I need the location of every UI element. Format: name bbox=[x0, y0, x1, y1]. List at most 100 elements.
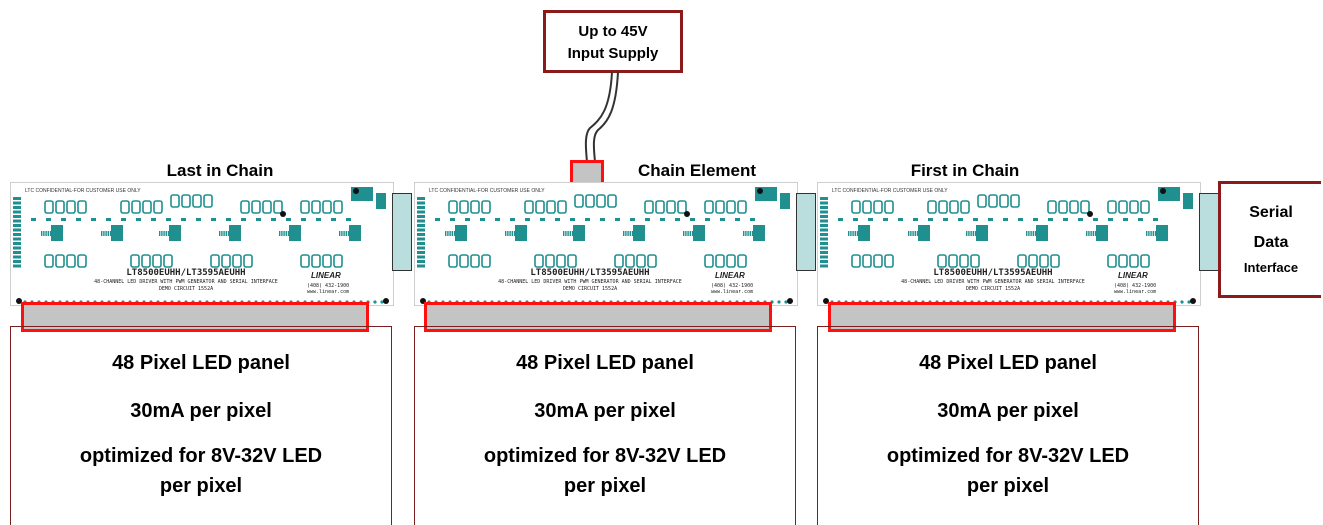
pcb-part-number: LT8500EUHH/LT3595AEUHH bbox=[933, 268, 1052, 278]
driver-ic bbox=[573, 225, 585, 241]
pcb-confidential-text: LTC CONFIDENTIAL-FOR CUSTOMER USE ONLY bbox=[429, 188, 545, 194]
resistor bbox=[600, 218, 605, 221]
ic-pin bbox=[571, 231, 574, 236]
resistor bbox=[226, 218, 231, 221]
capacitor bbox=[311, 254, 321, 268]
capacitor bbox=[66, 254, 76, 268]
capacitor bbox=[459, 200, 469, 214]
pin bbox=[820, 242, 828, 245]
capacitor bbox=[938, 200, 948, 214]
capacitor bbox=[644, 200, 654, 214]
pin bbox=[13, 219, 21, 223]
pin bbox=[13, 228, 21, 232]
serial-line1: Serial bbox=[1249, 204, 1293, 221]
ic-pin bbox=[1146, 231, 1148, 236]
ic-pin bbox=[219, 231, 221, 236]
resistor bbox=[346, 218, 351, 221]
pin bbox=[13, 233, 21, 236]
capacitor bbox=[704, 200, 714, 214]
capacitor bbox=[232, 254, 242, 268]
capacitor bbox=[243, 254, 253, 268]
linear-logo: LINEAR bbox=[1118, 271, 1148, 280]
ic-pin bbox=[743, 231, 745, 236]
ic-pin bbox=[852, 231, 854, 236]
pin-dot bbox=[1187, 300, 1191, 304]
ic-pin bbox=[343, 231, 345, 236]
linear-logo: LINEAR bbox=[311, 271, 341, 280]
capacitor bbox=[333, 200, 343, 214]
pin-dot bbox=[777, 300, 781, 304]
pcb-demo-circuit: DEMO CIRCUIT 1552A bbox=[563, 286, 617, 292]
driver-ic bbox=[693, 225, 705, 241]
input-supply-line2: Input Supply bbox=[567, 45, 659, 62]
driver-ic bbox=[976, 225, 988, 241]
pin bbox=[13, 251, 21, 254]
capacitor bbox=[1017, 254, 1027, 268]
ic-pin bbox=[449, 231, 451, 236]
capacitor bbox=[44, 200, 54, 214]
resistor bbox=[1093, 218, 1098, 221]
ic-pin bbox=[1094, 231, 1097, 236]
capacitor bbox=[625, 254, 635, 268]
mounting-hole bbox=[787, 298, 793, 304]
ic-pin bbox=[159, 231, 161, 236]
pin bbox=[13, 260, 21, 263]
capacitor bbox=[524, 200, 534, 214]
ic-pin bbox=[1030, 231, 1032, 236]
capacitor bbox=[726, 200, 736, 214]
resistor bbox=[943, 218, 948, 221]
serial-data-interface-box: Serial Data Interface bbox=[1218, 181, 1321, 298]
pcb-phone: (408) 432-1900 bbox=[711, 283, 753, 289]
ic-pin bbox=[685, 231, 687, 236]
serial-connector-chain bbox=[796, 193, 816, 271]
pin bbox=[820, 206, 828, 209]
ic-pin bbox=[49, 231, 52, 236]
driver-ic bbox=[753, 225, 765, 241]
mounting-hole bbox=[280, 211, 286, 217]
capacitor bbox=[448, 200, 458, 214]
pcb-description: 48-CHANNEL LED DRIVER WITH PWM GENERATOR… bbox=[901, 279, 1085, 285]
pin bbox=[417, 228, 425, 232]
pin bbox=[417, 206, 425, 209]
capacitor bbox=[1118, 254, 1128, 268]
resistor bbox=[91, 218, 96, 221]
pin-dot bbox=[373, 300, 377, 304]
capacitor bbox=[557, 200, 567, 214]
capacitor bbox=[44, 254, 54, 268]
resistor bbox=[480, 218, 485, 221]
capacitor bbox=[884, 254, 894, 268]
resistor bbox=[525, 218, 530, 221]
resistor bbox=[196, 218, 201, 221]
panel-line2: 30mA per pixel bbox=[534, 400, 676, 422]
serial-connector-first bbox=[1199, 193, 1219, 271]
pcb-artwork: LTC CONFIDENTIAL-FOR CUSTOMER USE ONLYLT… bbox=[13, 187, 389, 304]
driver-ic bbox=[169, 225, 181, 241]
resistor bbox=[1033, 218, 1038, 221]
ic-pin bbox=[912, 231, 914, 236]
pcb-demo-circuit: DEMO CIRCUIT 1552A bbox=[159, 286, 213, 292]
driver-ic bbox=[1156, 225, 1168, 241]
resistor bbox=[331, 218, 336, 221]
panel-line1: 48 Pixel LED panel bbox=[919, 352, 1097, 374]
capacitor bbox=[262, 200, 272, 214]
ic-pin bbox=[747, 231, 749, 236]
ic-pin bbox=[45, 231, 47, 236]
input-supply-box: Up to 45V Input Supply bbox=[543, 10, 683, 73]
regulator-ic bbox=[1183, 193, 1193, 209]
resistor bbox=[690, 218, 695, 221]
resistor bbox=[211, 218, 216, 221]
ic-pin bbox=[167, 231, 170, 236]
capacitor bbox=[181, 194, 191, 208]
resistor bbox=[898, 218, 903, 221]
linear-logo: LINEAR bbox=[715, 271, 745, 280]
capacitor bbox=[873, 254, 883, 268]
driver-ic bbox=[633, 225, 645, 241]
pin bbox=[13, 201, 21, 205]
ic-pin bbox=[745, 231, 747, 236]
resistor bbox=[465, 218, 470, 221]
ic-pin bbox=[567, 231, 569, 236]
resistor bbox=[510, 218, 515, 221]
resistor bbox=[495, 218, 500, 221]
